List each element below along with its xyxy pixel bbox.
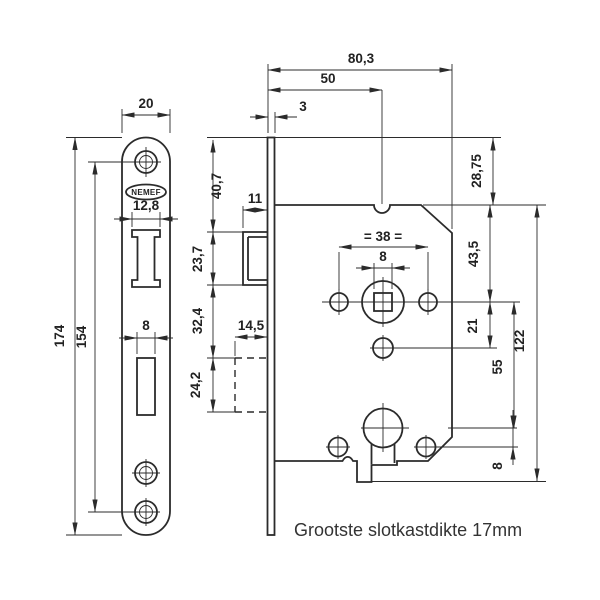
svg-text:3: 3	[299, 99, 307, 114]
dim-plate-to-case-top: 28,75	[469, 137, 496, 206]
svg-text:21: 21	[465, 318, 480, 334]
nemef-logo: NEMEF	[125, 183, 167, 201]
lower-screw-hole-2	[132, 498, 160, 526]
dim-latch-height: 23,7	[190, 246, 205, 272]
dim-spindle-square: 8	[356, 249, 410, 289]
dim-hole-spacing: 154	[74, 161, 132, 513]
spindle-follower	[322, 277, 520, 327]
latch-front	[131, 229, 161, 288]
dim-faceplate-thickness: 3	[250, 99, 307, 133]
dim-latch-width: 12,8	[114, 198, 178, 227]
bolt-slot	[136, 357, 156, 416]
svg-text:20: 20	[138, 96, 153, 111]
dim-slot-width: 8	[119, 318, 173, 354]
svg-text:50: 50	[320, 71, 335, 86]
svg-text:= 38 =: = 38 =	[364, 229, 402, 244]
note-text: Grootste slotkastdikte 17mm	[294, 520, 522, 540]
lock-case-side-view: 80,3 50 3 28,75 43,5 21	[188, 51, 546, 536]
svg-text:8: 8	[490, 462, 505, 470]
dim-spindle-to-hole: 21	[465, 301, 493, 349]
dim-screw-spacing: = 38 =	[338, 229, 429, 290]
dim-left-column: 40,7 23,7 32,4 24,2	[188, 139, 243, 413]
faceplate-edge	[266, 136, 276, 536]
aux-hole	[370, 335, 497, 361]
case-screw-hole-right	[414, 435, 518, 459]
dim-case-top-to-spindle: 43,5	[466, 204, 493, 303]
svg-text:8: 8	[379, 249, 387, 264]
case-outline	[275, 204, 453, 483]
faceplate-front-view: NEMEF 20 174 154	[52, 96, 178, 536]
dim-bolt-throw: 14,5	[234, 318, 268, 356]
cylinder-hole	[361, 403, 517, 464]
top-screw-hole	[131, 147, 161, 177]
svg-text:14,5: 14,5	[238, 318, 265, 333]
lower-screw-hole-1	[132, 459, 160, 487]
svg-text:174: 174	[52, 324, 67, 347]
latch-side	[242, 231, 267, 286]
case-screw-hole-left	[326, 435, 350, 459]
dim-cylinder-to-edge: 8	[490, 410, 516, 470]
dim-spindle-to-cylinder: 55	[490, 301, 517, 429]
dim-plate-length: 174	[52, 137, 122, 536]
svg-text:28,75: 28,75	[469, 154, 484, 188]
deadbolt-dashed	[234, 357, 267, 413]
svg-text:122: 122	[512, 330, 527, 353]
dim-latch-throw: 11	[242, 191, 268, 228]
svg-text:55: 55	[490, 359, 505, 375]
svg-text:8: 8	[142, 318, 150, 333]
faceplate-outline	[121, 136, 171, 536]
dim-top-to-latch: 40,7	[209, 173, 224, 199]
brand-text: NEMEF	[131, 188, 161, 197]
dim-bolt-height: 24,2	[188, 372, 203, 398]
dim-plate-width: 20	[121, 96, 171, 133]
dim-case-depth: 80,3	[267, 51, 453, 229]
dim-latch-to-bolt: 32,4	[190, 307, 205, 334]
fixing-hole-right	[418, 289, 438, 315]
svg-text:12,8: 12,8	[133, 198, 160, 213]
svg-text:154: 154	[74, 325, 89, 348]
svg-text:11: 11	[248, 191, 263, 206]
svg-text:80,3: 80,3	[348, 51, 375, 66]
fixing-hole-left	[329, 289, 349, 315]
dim-backset: 50	[267, 71, 383, 204]
dim-case-height: 122	[512, 204, 540, 482]
svg-text:43,5: 43,5	[466, 240, 481, 267]
